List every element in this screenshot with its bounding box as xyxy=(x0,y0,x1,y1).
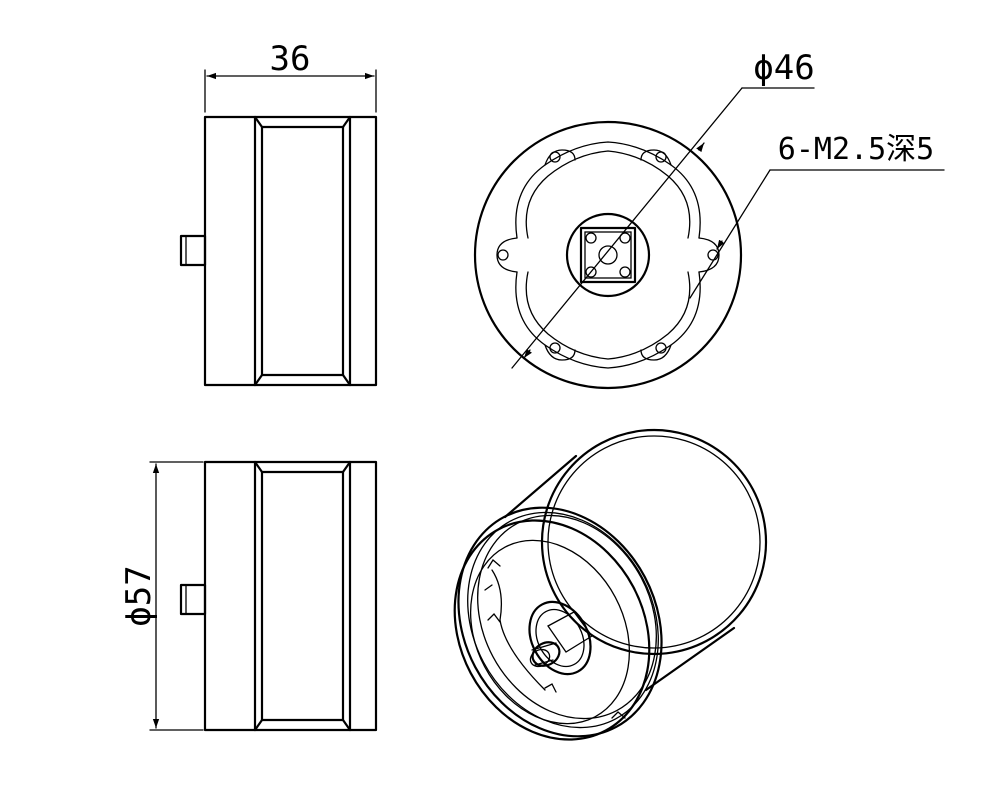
isometric-view xyxy=(453,428,768,741)
thread-hole xyxy=(497,249,509,261)
thread-hole xyxy=(655,151,667,163)
width-dimension-label: 36 xyxy=(270,39,311,79)
thread-hole xyxy=(549,342,561,354)
side-view-top: 36 xyxy=(179,39,378,387)
diameter-outer-label: ϕ57 xyxy=(119,565,159,626)
thread-hole xyxy=(549,151,561,163)
bolt-circle-diameter-label: ϕ46 xyxy=(753,48,814,88)
thread-spec-label: 6-M2.5深5 xyxy=(778,132,934,167)
side-view-bottom: ϕ57 xyxy=(119,460,378,732)
front-view: ϕ46 6-M2.5深5 xyxy=(473,48,945,390)
thread-hole xyxy=(655,342,667,354)
